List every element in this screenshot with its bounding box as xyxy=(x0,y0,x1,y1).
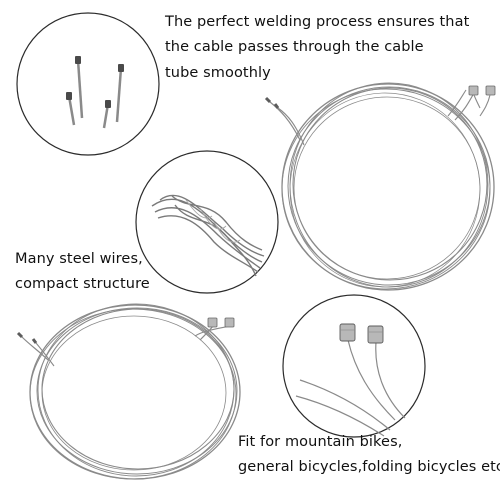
welding-caption: The perfect welding process ensures that… xyxy=(165,10,469,86)
steel-wires-caption-line-2: compact structure xyxy=(15,276,150,293)
welding-caption-line-2: the cable passes through the cable xyxy=(165,39,424,56)
welding-caption-line-1: The perfect welding process ensures that xyxy=(165,14,470,30)
steel-wires-caption: Many steel wires, compact structure xyxy=(15,247,150,298)
coiled-cable-large xyxy=(269,82,495,291)
bicycle-fit-caption-line-1: Fit for mountain bikes, xyxy=(238,434,403,450)
bicycle-fit-caption-line-2: general bicycles,folding bicycles etc xyxy=(238,459,500,476)
ferrule-pair-large xyxy=(264,85,496,117)
bicycle-fit-caption: Fit for mountain bikes, general bicycles… xyxy=(238,430,500,481)
welded-cable-ends-detail xyxy=(16,12,160,156)
ferrule-pair-small xyxy=(16,317,235,344)
welding-caption-line-3: tube smoothly xyxy=(165,64,271,81)
steel-wires-caption-line-1: Many steel wires, xyxy=(15,251,143,267)
cable-end-ferrules-detail xyxy=(282,294,426,438)
coiled-cable-small xyxy=(21,303,241,480)
braided-steel-wires-detail xyxy=(135,150,279,294)
